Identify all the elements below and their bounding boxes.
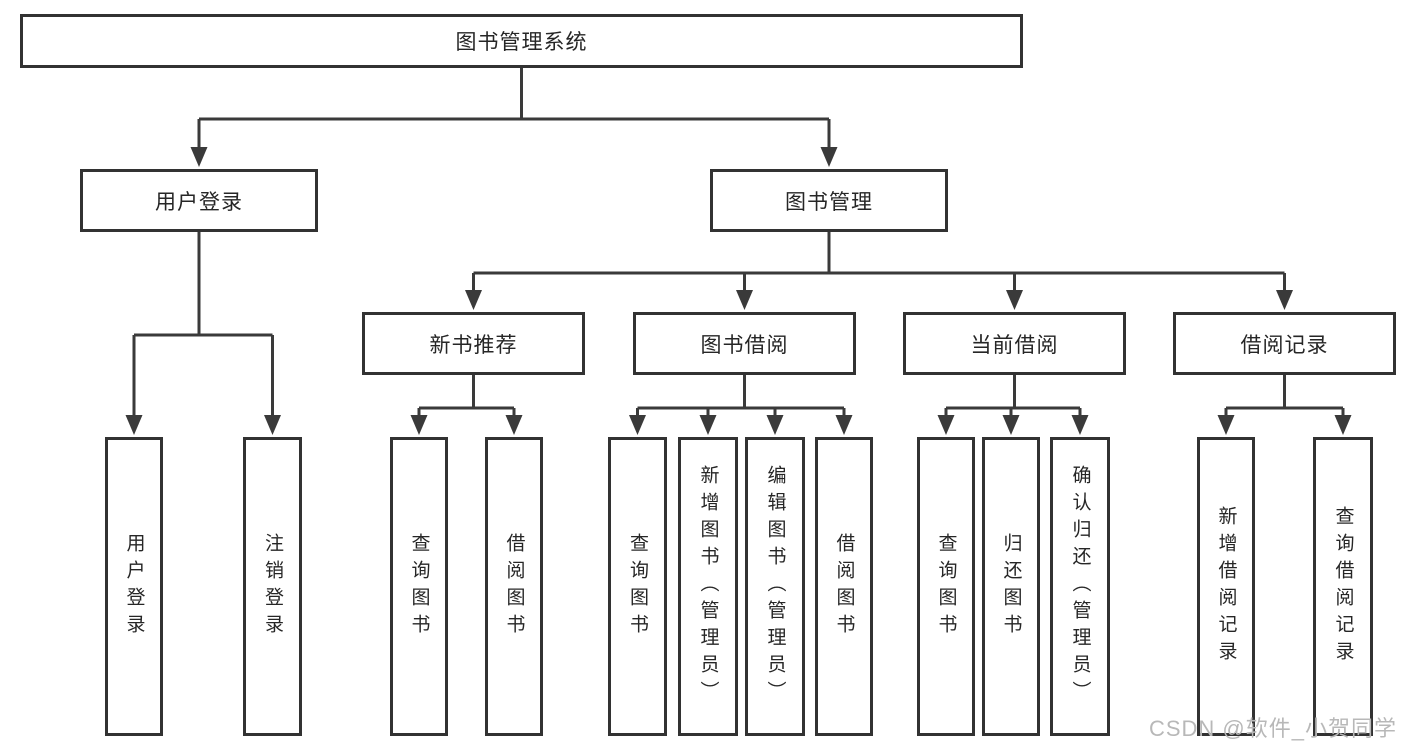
leaf-label: 查询借阅记录 <box>1332 505 1354 668</box>
node-book-management: 图书管理 <box>710 169 948 232</box>
leaf-label: 归还图书 <box>1000 532 1022 641</box>
node-label: 用户登录 <box>155 190 243 214</box>
leaf-label: 查询图书 <box>408 532 430 641</box>
leaf-borrow-books-recommend: 借阅图书 <box>485 437 543 736</box>
node-label: 图书借阅 <box>700 333 789 357</box>
leaf-query-books-borrow: 查询图书 <box>608 437 667 736</box>
leaf-label: 借阅图书 <box>833 532 855 641</box>
leaf-label: 注销登录 <box>262 532 283 641</box>
leaf-query-books-current: 查询图书 <box>917 437 975 736</box>
node-label: 借阅记录 <box>1240 333 1329 357</box>
leaf-label: 新增图书（管理员） <box>697 465 719 708</box>
leaf-logout: 注销登录 <box>243 437 302 736</box>
node-label: 图书管理系统 <box>455 31 588 54</box>
leaf-borrow-books: 借阅图书 <box>815 437 873 736</box>
node-library-system: 图书管理系统 <box>20 14 1023 68</box>
leaf-label: 查询图书 <box>627 532 648 641</box>
leaf-query-borrow-record: 查询借阅记录 <box>1313 437 1373 736</box>
node-user-login: 用户登录 <box>80 169 318 232</box>
leaf-add-borrow-record: 新增借阅记录 <box>1197 437 1255 736</box>
leaf-label: 用户登录 <box>123 532 145 641</box>
leaf-label: 确认归还（管理员） <box>1069 465 1091 708</box>
leaf-edit-books-admin: 编辑图书（管理员） <box>745 437 805 736</box>
leaf-return-books: 归还图书 <box>982 437 1040 736</box>
leaf-add-books-admin: 新增图书（管理员） <box>678 437 738 736</box>
leaf-query-books-recommend: 查询图书 <box>390 437 448 736</box>
node-label: 图书管理 <box>785 190 873 214</box>
node-label: 新书推荐 <box>429 333 518 357</box>
leaf-label: 借阅图书 <box>503 532 525 641</box>
leaf-label: 查询图书 <box>935 532 957 641</box>
leaf-confirm-return-admin: 确认归还（管理员） <box>1050 437 1110 736</box>
node-label: 当前借阅 <box>970 333 1059 357</box>
csdn-watermark: CSDN @软件_小贺同学 <box>1148 716 1397 741</box>
leaf-user-login: 用户登录 <box>105 437 163 736</box>
leaf-label: 新增借阅记录 <box>1215 505 1237 668</box>
leaf-label: 编辑图书（管理员） <box>764 465 786 708</box>
node-new-book-recommendation: 新书推荐 <box>362 312 585 375</box>
node-borrowing-records: 借阅记录 <box>1173 312 1396 375</box>
node-book-borrowing: 图书借阅 <box>633 312 856 375</box>
node-current-borrowing: 当前借阅 <box>903 312 1126 375</box>
